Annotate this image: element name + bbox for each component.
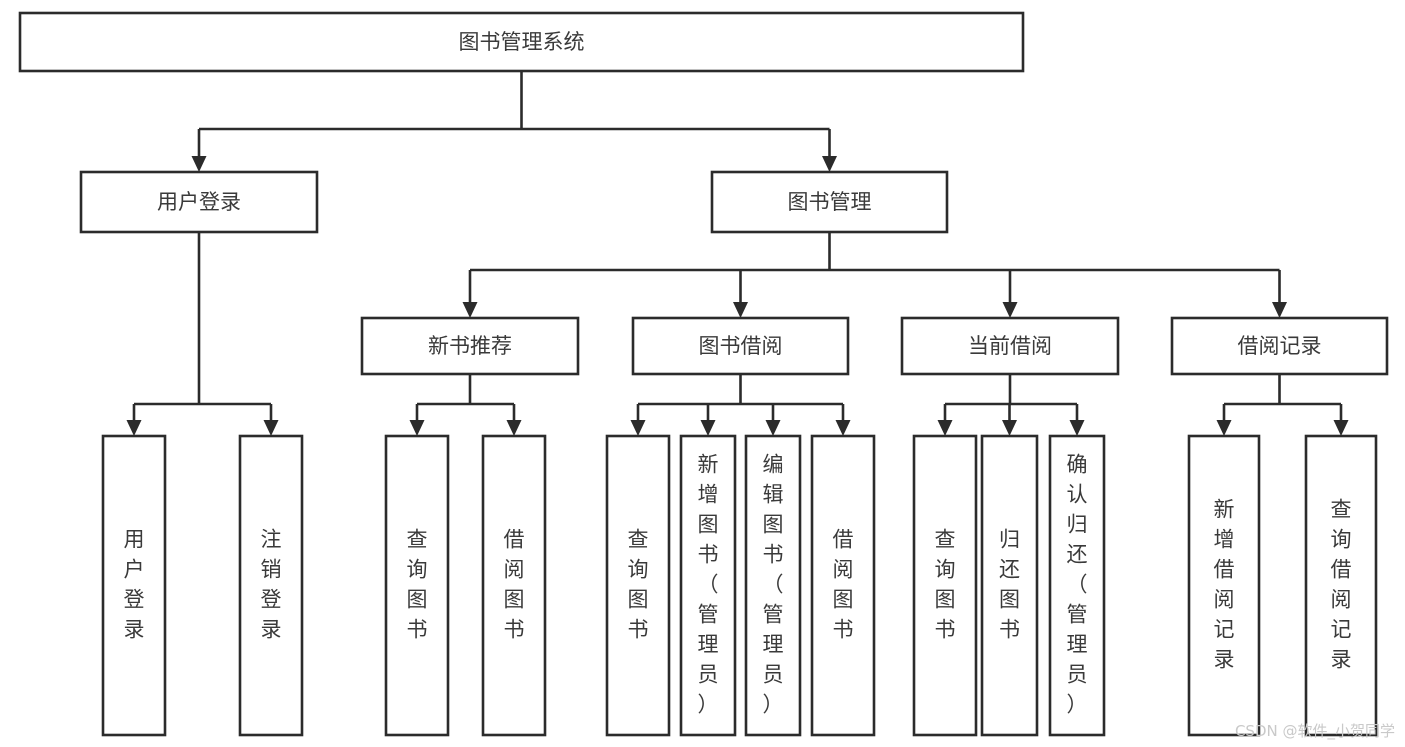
node-leaf-user-login[interactable]: 用户登录 <box>101 434 167 737</box>
node-book-manage[interactable]: 图书管理 <box>710 170 949 234</box>
node-leaf-confirm-return[interactable]: 确认归还（管理员） <box>1048 434 1106 737</box>
connector-group-book-manage <box>462 232 1287 318</box>
node-leaf-add-book[interactable]: 新增图书（管理员） <box>679 434 737 737</box>
connectors-layer <box>126 71 1349 436</box>
node-label: 归还图书 <box>999 528 1020 642</box>
node-label: 当前借阅 <box>968 334 1052 358</box>
connector-group-user-login <box>126 232 279 436</box>
watermark-text: CSDN @软件_小贺同学 <box>1234 722 1395 740</box>
connector-group-current-borrow <box>937 374 1085 436</box>
node-label: 用户登录 <box>157 190 241 214</box>
node-label: 借阅图书 <box>504 528 525 642</box>
node-borrow-record[interactable]: 借阅记录 <box>1170 316 1389 376</box>
node-root[interactable]: 图书管理系统 <box>18 11 1025 73</box>
node-label: 借阅图书 <box>833 528 854 642</box>
connector-group-book-borrow <box>630 374 851 436</box>
connector-group-new-book-rec <box>409 374 522 436</box>
node-leaf-query-book-3[interactable]: 查询图书 <box>912 434 978 737</box>
node-leaf-query-record[interactable]: 查询借阅记录 <box>1304 434 1378 737</box>
node-leaf-add-record[interactable]: 新增借阅记录 <box>1187 434 1261 737</box>
node-leaf-borrow-book-2[interactable]: 借阅图书 <box>810 434 876 737</box>
nodes-layer: 图书管理系统用户登录图书管理新书推荐图书借阅当前借阅借阅记录用户登录注销登录查询… <box>18 11 1389 737</box>
node-leaf-edit-book[interactable]: 编辑图书（管理员） <box>744 434 802 737</box>
node-label: 查询图书 <box>407 528 428 642</box>
node-label: 查询图书 <box>628 528 649 642</box>
node-leaf-query-book-2[interactable]: 查询图书 <box>605 434 671 737</box>
node-current-borrow[interactable]: 当前借阅 <box>900 316 1120 376</box>
node-label: 查询图书 <box>935 528 956 642</box>
node-label: 图书借阅 <box>699 334 783 358</box>
node-label: 编辑图书（管理员） <box>763 453 784 717</box>
node-label: 确认归还（管理员） <box>1067 453 1088 717</box>
node-label: 新增图书（管理员） <box>698 453 719 717</box>
node-book-borrow[interactable]: 图书借阅 <box>631 316 850 376</box>
node-leaf-return-book[interactable]: 归还图书 <box>980 434 1039 737</box>
node-label: 注销登录 <box>261 528 282 642</box>
node-label: 图书管理 <box>788 190 872 214</box>
node-label: 图书管理系统 <box>459 30 585 54</box>
node-user-login[interactable]: 用户登录 <box>79 170 319 234</box>
node-leaf-query-book-1[interactable]: 查询图书 <box>384 434 450 737</box>
node-label: 新增借阅记录 <box>1214 498 1235 672</box>
node-label: 新书推荐 <box>428 334 512 358</box>
node-new-book-rec[interactable]: 新书推荐 <box>360 316 580 376</box>
node-label: 借阅记录 <box>1238 334 1322 358</box>
node-label: 查询借阅记录 <box>1331 498 1352 672</box>
node-leaf-logout[interactable]: 注销登录 <box>238 434 304 737</box>
node-leaf-borrow-book-1[interactable]: 借阅图书 <box>481 434 547 737</box>
connector-group-root <box>191 71 837 172</box>
node-label: 用户登录 <box>124 528 145 642</box>
connector-group-borrow-record <box>1216 374 1349 436</box>
